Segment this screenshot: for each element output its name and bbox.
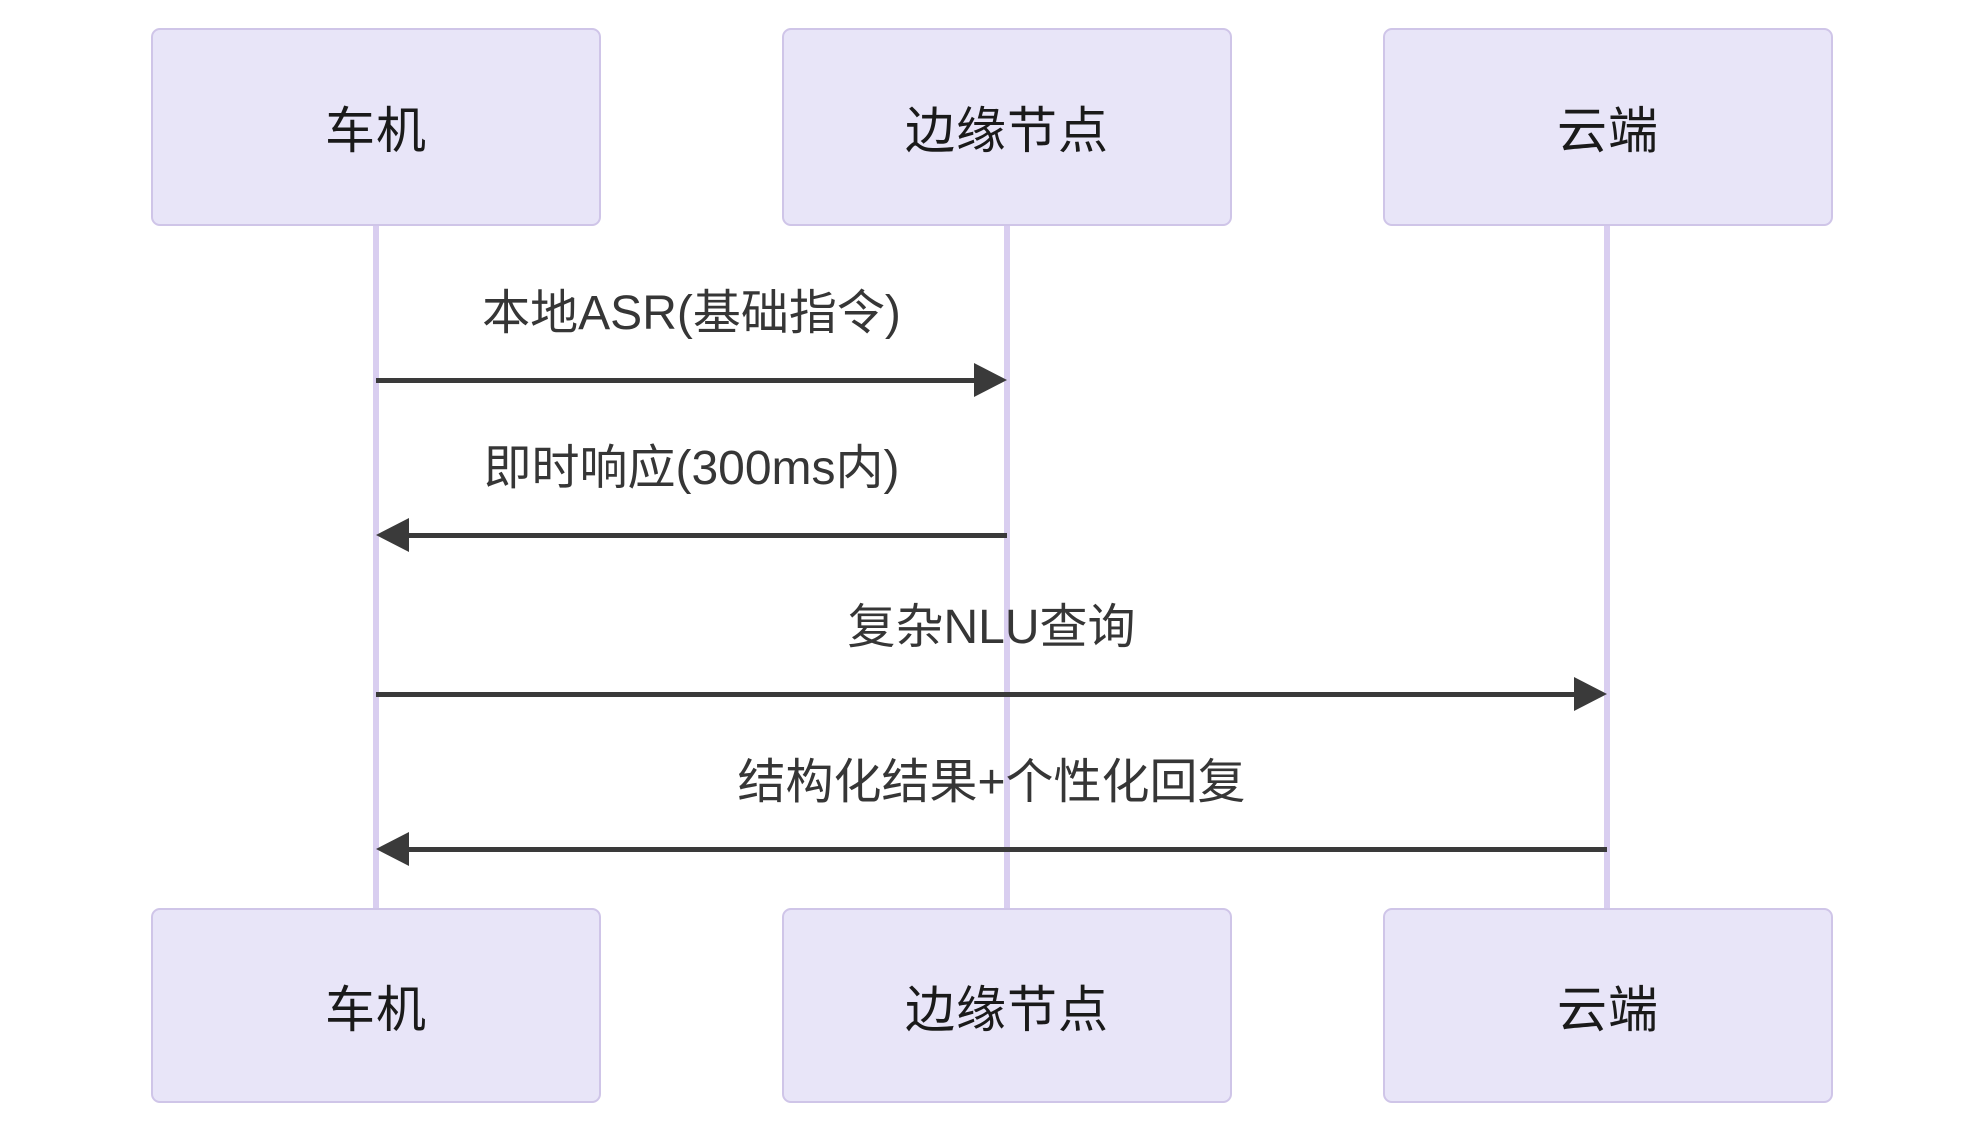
actor-label: 云端 (1557, 103, 1659, 159)
message-4-arrow-line (406, 847, 1607, 852)
actor-label: 车机 (325, 103, 427, 159)
message-3-label: 复杂NLU查询 (847, 601, 1136, 654)
actor-bottom-car: 车机 (151, 908, 601, 1103)
lifeline-cloud (1604, 226, 1610, 910)
message-2-arrowhead-left-icon (376, 518, 409, 552)
message-2-label: 即时响应(300ms内) (483, 442, 900, 495)
actor-top-cloud: 云端 (1383, 28, 1833, 226)
message-1-arrowhead-right-icon (974, 363, 1007, 397)
message-4-arrowhead-left-icon (376, 832, 409, 866)
actor-top-edge: 边缘节点 (782, 28, 1232, 226)
lifeline-car (373, 226, 379, 910)
message-1-arrow-line (376, 378, 977, 383)
actor-label: 边缘节点 (905, 981, 1109, 1038)
actor-label: 车机 (325, 981, 427, 1038)
actor-label: 边缘节点 (905, 103, 1109, 159)
message-2-arrow-line (406, 533, 1007, 538)
message-1-label: 本地ASR(基础指令) (482, 287, 901, 340)
actor-top-car: 车机 (151, 28, 601, 226)
actor-bottom-cloud: 云端 (1383, 908, 1833, 1103)
message-3-arrowhead-right-icon (1574, 677, 1607, 711)
message-3-arrow-line (376, 692, 1577, 697)
lifeline-edge (1004, 226, 1010, 910)
message-4-label: 结构化结果+个性化回复 (737, 756, 1246, 809)
actor-label: 云端 (1557, 981, 1659, 1038)
actor-bottom-edge: 边缘节点 (782, 908, 1232, 1103)
